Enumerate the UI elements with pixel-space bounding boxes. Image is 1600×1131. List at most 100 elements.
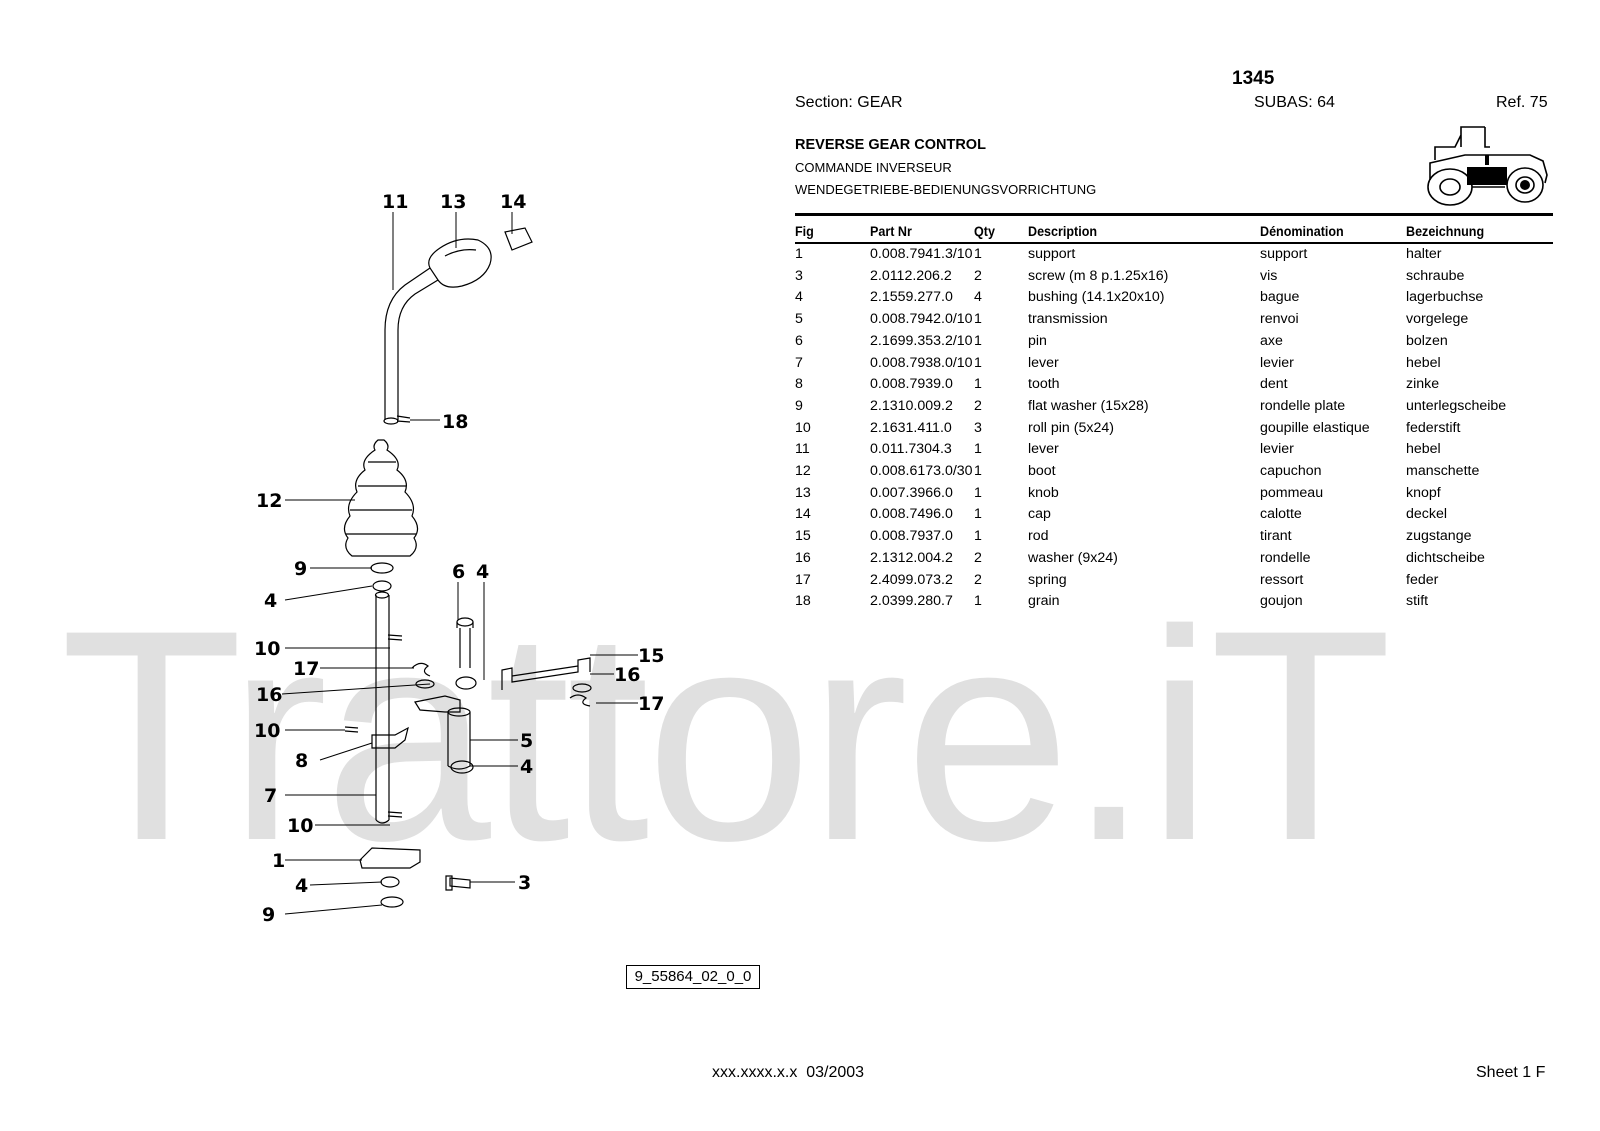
cell-bezeichnung: federstift <box>1406 419 1461 436</box>
cell-part-nr: 2.1312.004.2 <box>870 549 953 566</box>
cell-qty: 4 <box>974 289 982 306</box>
cell-description: boot <box>1028 463 1056 480</box>
cell-description: spring <box>1028 571 1067 588</box>
cell-bezeichnung: stift <box>1406 593 1429 610</box>
title-english: REVERSE GEAR CONTROL <box>795 137 986 153</box>
label-4-top: 4 <box>264 590 277 612</box>
footer-code: xxx.xxxx.x.x 03/2003 <box>712 1064 865 1081</box>
knob-13-part <box>428 238 492 288</box>
boot-12-part <box>343 439 419 557</box>
rod-15-part <box>501 657 591 690</box>
cell-qty: 1 <box>974 593 982 610</box>
cell-description: tooth <box>1028 376 1060 393</box>
cell-bezeichnung: deckel <box>1406 506 1448 523</box>
label-17-right: 17 <box>638 693 664 715</box>
table-header-row: Fig Part Nr Qty Description Dénomination… <box>795 218 1553 244</box>
col-part-nr: Part Nr <box>870 223 912 239</box>
roll-pin-10-c <box>387 811 403 818</box>
cell-denomination: support <box>1260 246 1308 262</box>
cell-bezeichnung: zugstange <box>1406 528 1472 545</box>
label-6: 6 <box>452 561 465 583</box>
cell-description: flat washer (15x28) <box>1028 397 1149 414</box>
cell-description: roll pin (5x24) <box>1028 419 1114 436</box>
cell-denomination: tirant <box>1260 528 1292 545</box>
cell-part-nr: 2.4099.073.2 <box>870 571 953 588</box>
cell-fig: 9 <box>795 397 803 414</box>
washer-9-top <box>370 562 394 574</box>
cell-qty: 1 <box>974 506 982 523</box>
cell-qty: 1 <box>974 354 982 371</box>
cell-bezeichnung: feder <box>1406 571 1439 588</box>
label-10-a: 10 <box>254 638 280 660</box>
title-german: WENDEGETRIEBE-BEDIENUNGSVORRICHTUNG <box>795 182 1097 197</box>
diagram-labels: 11 13 14 18 12 9 4 6 4 10 17 15 16 16 17… <box>254 191 664 926</box>
cell-description: lever <box>1028 354 1059 371</box>
cell-denomination: levier <box>1260 441 1294 458</box>
cell-fig: 5 <box>795 311 803 328</box>
bushing-4-bottom <box>380 876 400 888</box>
title-french: COMMANDE INVERSEUR <box>795 160 952 175</box>
cell-description: support <box>1028 246 1076 262</box>
washer-9-bottom <box>380 896 404 908</box>
cell-fig: 18 <box>795 593 811 610</box>
roll-pin-10-b <box>344 726 359 733</box>
cell-fig: 4 <box>795 289 803 306</box>
cell-qty: 1 <box>974 484 982 501</box>
header-rule <box>795 213 1553 216</box>
cell-bezeichnung: unterlegscheibe <box>1406 397 1507 414</box>
cell-qty: 1 <box>974 376 982 393</box>
cell-part-nr: 0.011.7304.3 <box>870 441 952 458</box>
cell-part-nr: 0.007.3966.0 <box>870 484 953 501</box>
lever-11-part <box>383 267 439 425</box>
shaft-7-part <box>374 591 390 824</box>
watermark: Trattore.iT <box>60 567 1392 903</box>
bushing-4-mid <box>455 676 477 690</box>
label-8: 8 <box>295 750 308 772</box>
cell-denomination: goujon <box>1260 593 1303 610</box>
cell-description: bushing (14.1x20x10) <box>1028 289 1165 306</box>
cell-fig: 14 <box>795 506 811 523</box>
cell-denomination: axe <box>1260 332 1283 349</box>
cell-qty: 2 <box>974 397 982 414</box>
cell-denomination: pommeau <box>1260 484 1324 501</box>
cap-14-part <box>504 227 533 251</box>
cell-bezeichnung: lagerbuchse <box>1406 289 1484 306</box>
label-13: 13 <box>440 191 466 213</box>
cell-denomination: calotte <box>1260 506 1302 523</box>
col-qty: Qty <box>974 223 995 239</box>
cell-qty: 1 <box>974 463 982 480</box>
label-9-bottom: 9 <box>262 904 275 926</box>
spring-17-right <box>569 694 591 707</box>
cell-description: lever <box>1028 441 1059 458</box>
label-16-left: 16 <box>256 684 282 706</box>
cell-qty: 3 <box>974 419 982 436</box>
cell-part-nr: 2.0112.206.2 <box>870 267 952 284</box>
label-12: 12 <box>256 490 282 512</box>
cell-description: screw (m 8 p.1.25x16) <box>1028 267 1169 284</box>
ref-label: Ref. 75 <box>1496 94 1548 111</box>
cell-denomination: goupille elastique <box>1260 419 1370 436</box>
gearbox-highlight <box>1467 167 1507 185</box>
label-3: 3 <box>518 872 531 894</box>
cell-fig: 7 <box>795 354 803 371</box>
column-rule <box>795 242 1553 244</box>
label-7: 7 <box>264 785 277 807</box>
cell-denomination: renvoi <box>1260 311 1299 328</box>
tooth-8-part <box>371 726 409 749</box>
col-denomination: Dénomination <box>1260 223 1344 239</box>
cell-part-nr: 2.1699.353.2/10 <box>870 332 973 349</box>
cell-qty: 2 <box>974 571 982 588</box>
cell-part-nr: 0.008.7942.0/10 <box>870 311 973 328</box>
label-4-bottom: 4 <box>295 875 308 897</box>
cell-denomination: ressort <box>1260 571 1304 588</box>
col-bezeichnung: Bezeichnung <box>1406 223 1485 239</box>
